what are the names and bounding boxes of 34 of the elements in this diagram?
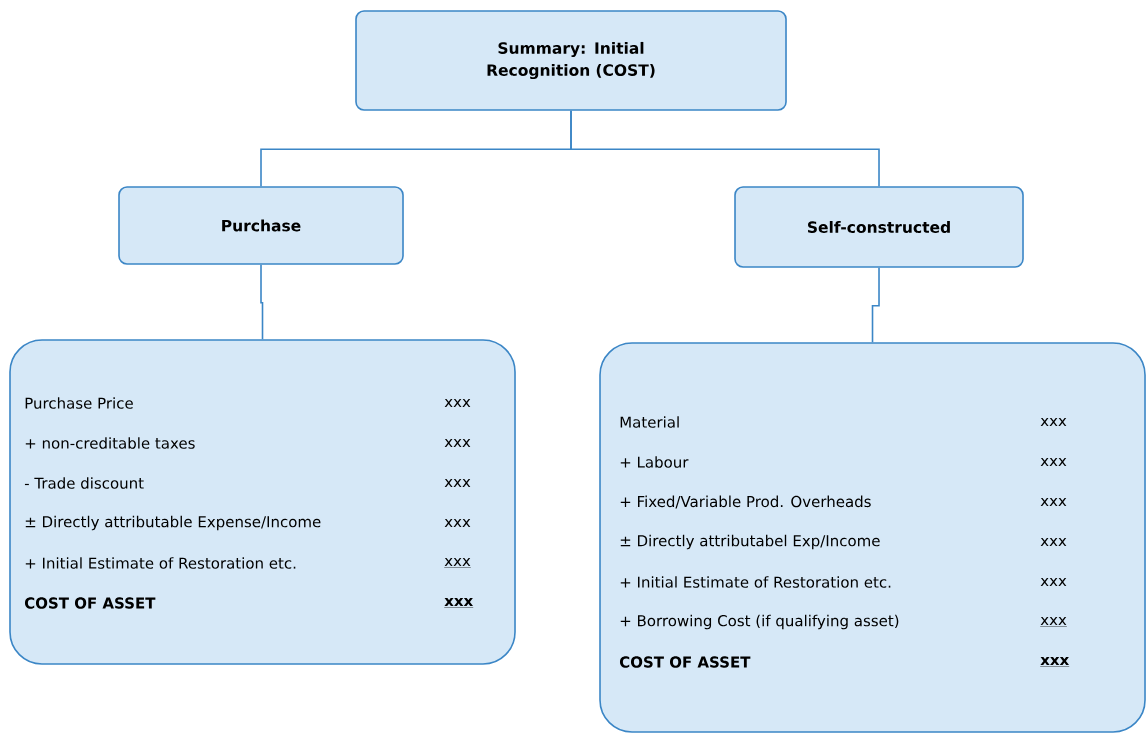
connector-line bbox=[871, 267, 880, 343]
amount: xxx bbox=[1040, 616, 1068, 627]
amount: xxx bbox=[444, 557, 472, 568]
row-label: + Borrowing Cost (if qualifying asset) bbox=[620, 614, 899, 630]
row-label: + Initial Estimate of Restoration etc. bbox=[620, 576, 891, 588]
connector-line bbox=[260, 264, 264, 340]
amount: xxx bbox=[444, 597, 474, 608]
connector-line bbox=[570, 110, 880, 187]
amount: xxx bbox=[444, 518, 471, 528]
heading-box: Purchase bbox=[118, 186, 404, 265]
row-label: Material bbox=[620, 416, 679, 428]
row-label: + Fixed/Variable Prod. Overheads bbox=[620, 495, 871, 509]
amount: xxx bbox=[1040, 417, 1067, 427]
table-box bbox=[9, 339, 516, 665]
amount: xxx bbox=[1040, 577, 1067, 587]
amount: xxx bbox=[444, 438, 471, 448]
amount: xxx bbox=[1040, 497, 1067, 507]
amount: xxx bbox=[1040, 457, 1067, 467]
heading-box: Self-constructed bbox=[734, 186, 1024, 268]
amount: xxx bbox=[1040, 656, 1070, 667]
row-label: COST OF ASSET bbox=[619, 656, 751, 668]
row-label: + non-creditable taxes bbox=[25, 437, 195, 449]
row-label: COST OF ASSET bbox=[24, 597, 156, 609]
table-box bbox=[599, 342, 1146, 733]
row-label: + Initial Estimate of Restoration etc. bbox=[25, 557, 296, 569]
amount: xxx bbox=[444, 398, 471, 408]
row-label: - Trade discount bbox=[24, 477, 144, 489]
heading-box: Summary: Initial Recognition (COST) bbox=[355, 10, 787, 111]
row-label: + Labour bbox=[620, 456, 689, 468]
amount: xxx bbox=[1040, 537, 1067, 547]
row-label: ± Directly attributable Expense/Income bbox=[25, 515, 321, 531]
row-label: Purchase Price bbox=[25, 397, 133, 409]
amount: xxx bbox=[444, 478, 471, 488]
row-label: ± Directly attributabel Exp/Income bbox=[620, 534, 880, 550]
